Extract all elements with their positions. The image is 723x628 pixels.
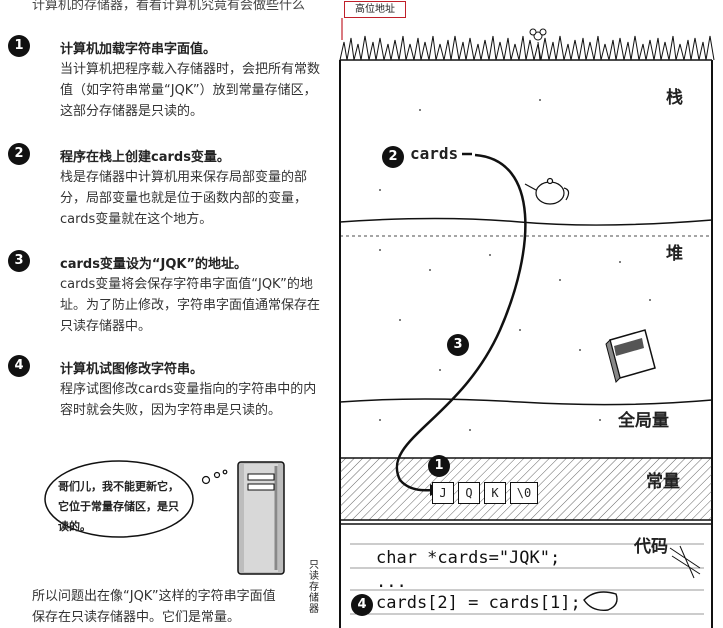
code-line-2: ... bbox=[376, 572, 407, 592]
step-title-4: 计算机试图修改字符串。 bbox=[60, 362, 204, 377]
code-line-1: char *cards="JQK"; bbox=[376, 548, 561, 568]
flower-icon bbox=[529, 28, 547, 61]
bottom-text: 所以问题出在像“JQK”这样的字符串字面值保存在只读存储器中。它们是常量。 bbox=[32, 589, 276, 625]
step-badge-3: 3 bbox=[8, 250, 30, 272]
string-char-q: Q bbox=[458, 482, 480, 504]
thought-bubble bbox=[44, 460, 194, 538]
step-badge-1: 1 bbox=[8, 35, 30, 57]
readonly-memory-label: 只读存储器 bbox=[309, 560, 319, 615]
code-line-3: cards[2] = cards[1]; bbox=[376, 593, 581, 613]
step-body-2: 栈是存储器中计算机用来保存局部变量的部分，局部变量也就是位于函数内部的变量，ca… bbox=[60, 170, 308, 227]
bug-icon bbox=[669, 545, 701, 579]
box-icon bbox=[605, 329, 656, 383]
region-label-constants: 常量 bbox=[646, 472, 680, 492]
region-label-code: 代码 bbox=[634, 537, 668, 557]
diagram-marker-1: 1 bbox=[428, 455, 450, 477]
step-body-4: 程序试图修改cards变量指向的字符串中的内容时就会失败，因为字符串是只读的。 bbox=[60, 382, 317, 418]
step-badge-4: 4 bbox=[8, 355, 30, 377]
texture-dots bbox=[379, 99, 651, 431]
string-char-null: \0 bbox=[510, 482, 538, 504]
region-label-globals: 全局量 bbox=[618, 411, 669, 431]
step-body-1: 当计算机把程序载入存储器时，会把所有常数值（如字符串常量“JQK”）放到常量存储… bbox=[60, 62, 321, 119]
step-title-1: 计算机加载字符串字面值。 bbox=[60, 42, 217, 57]
string-char-j: J bbox=[432, 482, 454, 504]
region-label-heap: 堆 bbox=[666, 244, 683, 264]
region-label-stack: 栈 bbox=[666, 88, 683, 108]
step-title-3: cards变量设为“JQK”的地址。 bbox=[60, 257, 247, 272]
step-badge-2: 2 bbox=[8, 143, 30, 165]
diagram-marker-2: 2 bbox=[382, 146, 404, 168]
teapot-icon bbox=[524, 177, 570, 205]
intro-text: 计算机的存储器，看看计算机究竟有会做些什么 bbox=[32, 0, 306, 13]
string-char-k: K bbox=[484, 482, 506, 504]
high-address-label: 高位地址 bbox=[344, 1, 406, 18]
thought-dots bbox=[201, 469, 228, 485]
cards-variable-label: cards bbox=[410, 144, 459, 163]
step-title-2: 程序在栈上创建cards变量。 bbox=[60, 150, 230, 165]
diagram-marker-3: 3 bbox=[447, 334, 469, 356]
step-body-3: cards变量将会保存字符串字面值“JQK”的地址。为了防止修改，字符串字面值通… bbox=[60, 277, 321, 334]
finger-icon bbox=[583, 591, 618, 611]
bubble-text: 哥们儿，我不能更新它，它位于常量存储区，是只读的。 bbox=[58, 480, 179, 533]
diagram-marker-4: 4 bbox=[351, 594, 373, 616]
memory-chip-illustration bbox=[237, 461, 285, 575]
